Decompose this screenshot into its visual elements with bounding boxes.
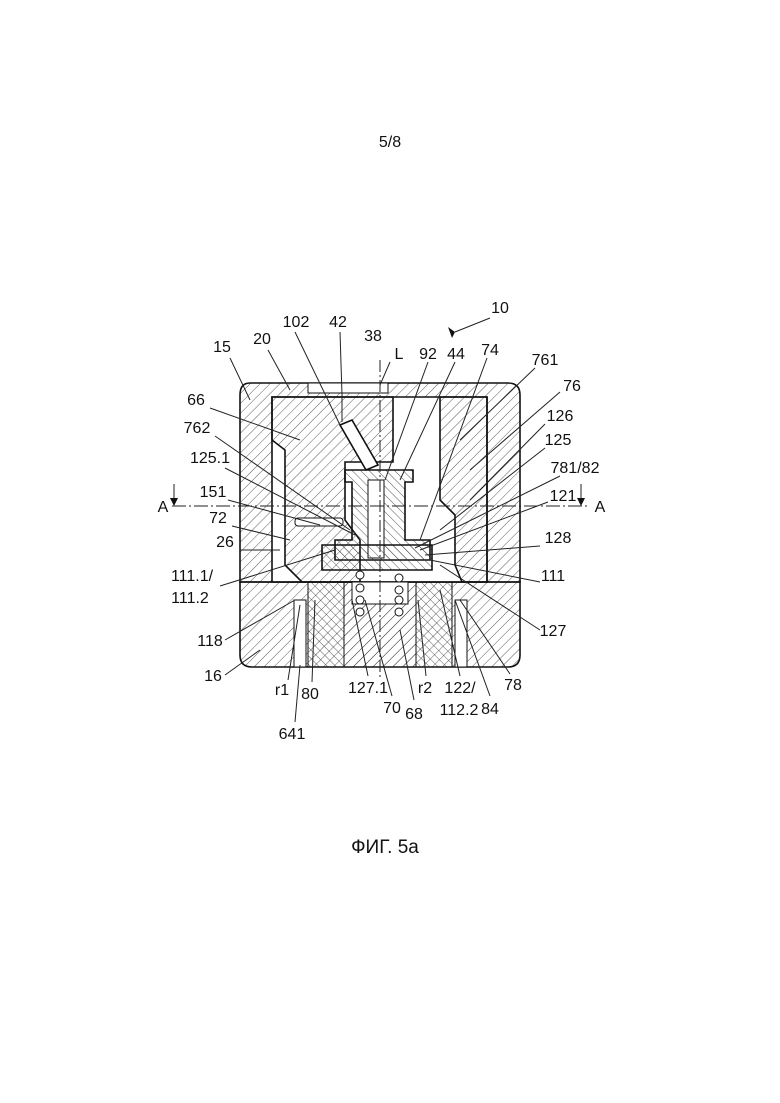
- label-20: 20: [253, 331, 271, 348]
- label-r2: r2: [418, 680, 432, 697]
- label-76: 76: [563, 378, 581, 395]
- label-15: 15: [213, 339, 231, 356]
- figure-caption: ФИГ. 5а: [351, 837, 419, 858]
- label-74: 74: [481, 342, 499, 359]
- label-92: 92: [419, 346, 437, 363]
- label-16: 16: [204, 668, 222, 685]
- label-38: 38: [364, 328, 382, 345]
- section-label-right: A: [595, 499, 606, 516]
- label-125-1: 125.1: [190, 450, 230, 467]
- label-111-2: 111.2: [171, 590, 209, 607]
- label-122: 122/: [444, 680, 476, 697]
- label-10: 10: [491, 300, 509, 317]
- label-78: 78: [504, 677, 522, 694]
- label-r1: r1: [275, 682, 289, 699]
- label-762: 762: [184, 420, 211, 437]
- label-112-2: 112.2: [440, 702, 479, 719]
- label-26: 26: [216, 534, 234, 551]
- label-111: 111: [541, 568, 565, 585]
- label-128: 128: [545, 530, 572, 547]
- label-80: 80: [301, 686, 319, 703]
- label-84: 84: [481, 701, 499, 718]
- label-151: 151: [200, 484, 227, 501]
- label-102: 102: [283, 314, 310, 331]
- label-L: L: [395, 346, 404, 363]
- label-42: 42: [329, 314, 347, 331]
- section-label-left: A: [158, 499, 169, 516]
- label-111-1: 111.1/: [171, 568, 214, 585]
- label-127: 127: [540, 623, 567, 640]
- label-121: 121: [550, 488, 577, 505]
- label-70: 70: [383, 700, 401, 717]
- label-761: 761: [532, 352, 559, 369]
- label-118: 118: [197, 633, 223, 650]
- label-781-82: 781/82: [551, 460, 600, 477]
- page-number: 5/8: [379, 134, 401, 151]
- label-66: 66: [187, 392, 205, 409]
- label-44: 44: [447, 346, 465, 363]
- label-68: 68: [405, 706, 423, 723]
- label-125: 125: [545, 432, 572, 449]
- label-127-1: 127.1: [348, 680, 388, 697]
- label-72: 72: [209, 510, 227, 527]
- label-641: 641: [279, 726, 306, 743]
- label-126: 126: [547, 408, 574, 425]
